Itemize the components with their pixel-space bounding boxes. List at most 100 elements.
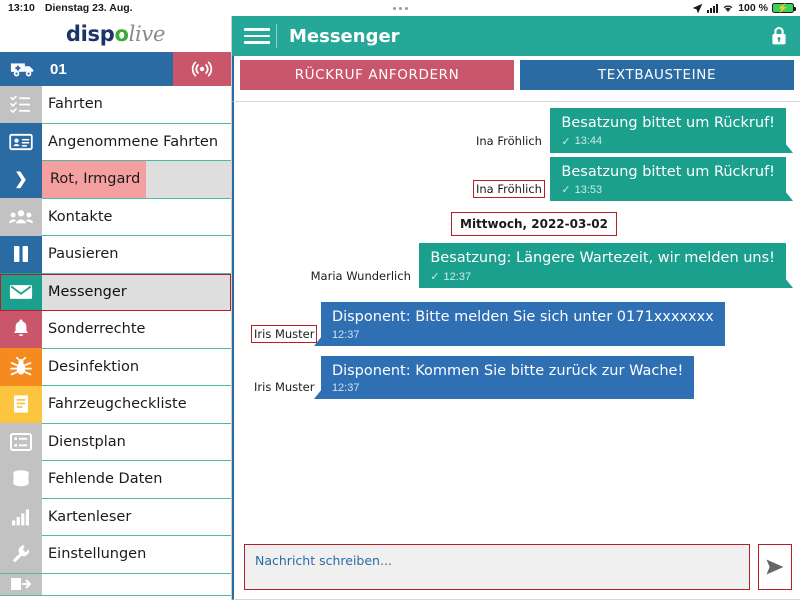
message-bubble[interactable]: Besatzung bittet um Rückruf! ✓ 13:44 <box>550 108 793 153</box>
sidebar-item-label: Kontakte <box>48 208 113 225</box>
check-icon: ✓ <box>561 184 571 197</box>
hamburger-menu-icon[interactable] <box>244 28 270 44</box>
sidebar-item-einstellungen[interactable]: Einstellungen <box>0 535 231 574</box>
status-indicators: 100 % ⚡ <box>692 2 796 14</box>
chat-message: Ina Fröhlich Besatzung bittet um Rückruf… <box>248 108 793 153</box>
sidebar-nav-list: Fahrten Angenommene Fahrten ❯ <box>0 85 231 596</box>
logout-icon <box>0 573 42 595</box>
message-sender: Ina Fröhlich <box>472 180 545 199</box>
sidebar-item-kartenleser[interactable]: Kartenleser <box>0 498 231 536</box>
request-callback-button[interactable]: RÜCKRUF ANFORDERN <box>240 60 514 90</box>
status-date: Dienstag 23. Aug. <box>44 2 133 14</box>
check-icon: ✓ <box>430 271 440 284</box>
wifi-icon <box>723 5 733 12</box>
message-sender: Maria Wunderlich <box>310 269 411 284</box>
toolbar-separator <box>232 92 800 102</box>
sidebar-item-fehlende-daten[interactable]: Fehlende Daten <box>0 460 231 499</box>
bug-icon <box>0 348 42 386</box>
send-button[interactable] <box>758 543 792 590</box>
sidebar-item-label: Desinfektion <box>48 358 140 375</box>
chat-message-list[interactable]: Ina Fröhlich Besatzung bittet um Rückruf… <box>232 102 800 538</box>
date-separator: Mittwoch, 2022-03-02 <box>248 212 786 237</box>
sidebar-item-partial[interactable] <box>0 573 231 596</box>
sidebar-item-desinfektion[interactable]: Desinfektion <box>0 348 231 386</box>
messenger-action-bar: RÜCKRUF ANFORDERN TEXTBAUSTEINE <box>232 56 800 92</box>
message-meta: ✓ 13:53 <box>561 183 775 197</box>
vehicle-callsign-label: 01 <box>50 60 67 78</box>
logo-text-primary: disp <box>65 21 115 46</box>
document-icon <box>0 385 42 423</box>
multitask-dots-icon <box>0 6 800 10</box>
radio-broadcast-icon <box>191 61 213 77</box>
sidebar-item-label: Fehlende Daten <box>48 471 163 488</box>
subentry-label: Rot, Irmgard <box>50 171 141 188</box>
sidebar-item-fahrzeugcheckliste[interactable]: Fahrzeugcheckliste <box>0 385 231 424</box>
message-meta: ✓ 13:44 <box>561 135 775 148</box>
wrench-icon <box>0 535 42 573</box>
sidebar-item-fahrten[interactable]: Fahrten <box>0 85 231 124</box>
messenger-panel: Messenger RÜCKRUF ANFORDERN TEXTBAUSTEIN… <box>232 16 800 600</box>
message-meta: 12:37 <box>332 382 683 394</box>
sidebar-item-label: Pausieren <box>48 246 119 263</box>
message-input[interactable] <box>244 543 750 590</box>
cellular-signal-icon <box>707 3 719 13</box>
chat-message: Ina Fröhlich Besatzung bittet um Rückruf… <box>248 156 793 202</box>
chat-message: Iris Muster Disponent: Bitte melden Sie … <box>248 302 786 346</box>
chat-message: Maria Wunderlich Besatzung: Längere Wart… <box>248 243 793 289</box>
app-root: dispolive 01 <box>0 16 800 600</box>
sidebar-item-label: Einstellungen <box>48 546 147 563</box>
message-sender: Iris Muster <box>250 324 318 343</box>
chat-message: Iris Muster Disponent: Kommen Sie bitte … <box>248 355 786 400</box>
message-composer <box>232 538 800 600</box>
lock-icon[interactable] <box>770 26 788 46</box>
sidebar-item-sonderrechte[interactable]: Sonderrechte <box>0 310 231 349</box>
message-time: 12:37 <box>331 328 360 341</box>
radio-broadcast-button[interactable] <box>173 52 231 86</box>
date-separator-label: Mittwoch, 2022-03-02 <box>450 212 618 237</box>
sidebar-item-pausieren[interactable]: Pausieren <box>0 235 231 274</box>
sidebar-subentry-rot-irmgard[interactable]: ❯ Rot, Irmgard <box>0 160 231 199</box>
battery-percent: 100 % <box>738 2 768 14</box>
message-time: 13:53 <box>574 183 603 196</box>
send-paper-plane-icon <box>766 559 784 574</box>
sidebar-item-dienstplan[interactable]: Dienstplan <box>0 423 231 461</box>
chevron-right-icon: ❯ <box>0 160 42 198</box>
id-card-icon <box>0 123 42 161</box>
message-bubble[interactable]: Besatzung bittet um Rückruf! ✓ 13:53 <box>550 156 793 202</box>
sidebar-item-label: Dienstplan <box>48 433 126 450</box>
list-icon <box>0 423 42 461</box>
app-logo: dispolive <box>0 16 231 52</box>
database-icon <box>0 460 42 498</box>
check-icon: ✓ <box>561 135 571 148</box>
vehicle-status-bar: 01 <box>0 52 231 86</box>
message-meta: 12:37 <box>332 329 714 341</box>
message-bubble[interactable]: Besatzung: Längere Wartezeit, wir melden… <box>419 243 793 289</box>
ios-status-bar: 13:10 Dienstag 23. Aug. 100 % ⚡ <box>0 0 800 16</box>
sidebar-item-angenommene-fahrten[interactable]: Angenommene Fahrten <box>0 123 231 161</box>
sidebar-item-label: Kartenleser <box>48 508 132 525</box>
message-text: Disponent: Bitte melden Sie sich unter 0… <box>331 309 714 326</box>
sidebar-item-label: Fahrzeugcheckliste <box>48 396 187 413</box>
message-sender: Ina Fröhlich <box>475 133 542 148</box>
vehicle-callsign-button[interactable]: 01 <box>0 52 173 86</box>
pause-icon <box>0 235 42 273</box>
sidebar-item-label: Angenommene Fahrten <box>48 133 219 150</box>
bell-icon <box>0 310 42 348</box>
message-text: Besatzung: Längere Wartezeit, wir melden… <box>430 250 775 267</box>
logo-text-secondary: live <box>128 21 166 46</box>
message-time: 12:37 <box>331 382 360 395</box>
sidebar-item-messenger[interactable]: Messenger <box>0 273 231 311</box>
bar-chart-icon <box>0 498 42 536</box>
text-snippets-button[interactable]: TEXTBAUSTEINE <box>520 60 794 90</box>
message-bubble[interactable]: Disponent: Kommen Sie bitte zurück zur W… <box>313 355 695 400</box>
message-text: Disponent: Kommen Sie bitte zurück zur W… <box>331 362 684 379</box>
messenger-topbar: Messenger <box>232 16 800 56</box>
sidebar-item-label: Messenger <box>48 283 127 300</box>
message-text: Besatzung bittet um Rückruf! <box>561 115 775 131</box>
ambulance-icon <box>10 63 34 77</box>
people-icon <box>0 198 42 236</box>
sidebar-item-kontakte[interactable]: Kontakte <box>0 198 231 236</box>
message-text: Besatzung bittet um Rückruf! <box>561 163 775 180</box>
sidebar-item-label: Fahrten <box>48 96 103 113</box>
message-bubble[interactable]: Disponent: Bitte melden Sie sich unter 0… <box>313 302 725 346</box>
